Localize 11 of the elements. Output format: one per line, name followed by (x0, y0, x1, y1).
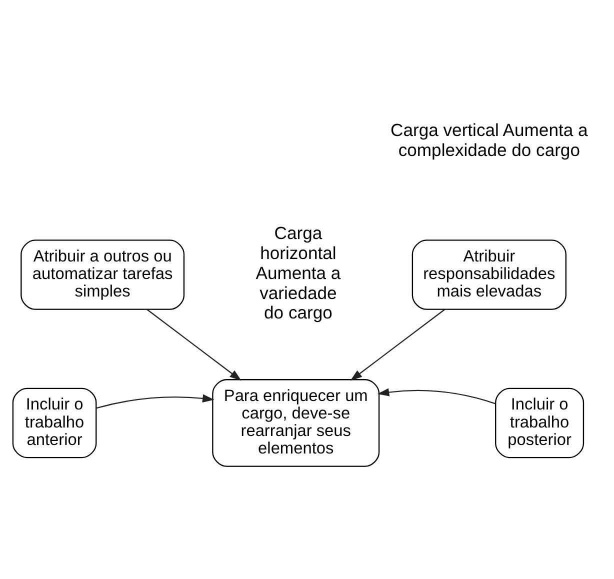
arrow (146, 308, 242, 380)
node-box: Atribuir a outros ou automatizar tarefas simples (20, 239, 185, 310)
arrow (377, 388, 496, 404)
label: Carga vertical Aumenta a complexidade do cargo (390, 119, 588, 160)
node-box: Incluir o trabalho posterior (495, 387, 584, 458)
label: Carga horizontal Aumenta a variedade do cargo (256, 222, 341, 322)
node-box: Incluir o trabalho anterior (12, 387, 97, 458)
arrow (350, 308, 446, 380)
arrow (96, 394, 214, 408)
node-box: Para enriquecer um cargo, deve-se rearranjar seus elementos (212, 378, 380, 466)
node-box: Atribuir responsabilidades mais elevadas (412, 239, 566, 310)
